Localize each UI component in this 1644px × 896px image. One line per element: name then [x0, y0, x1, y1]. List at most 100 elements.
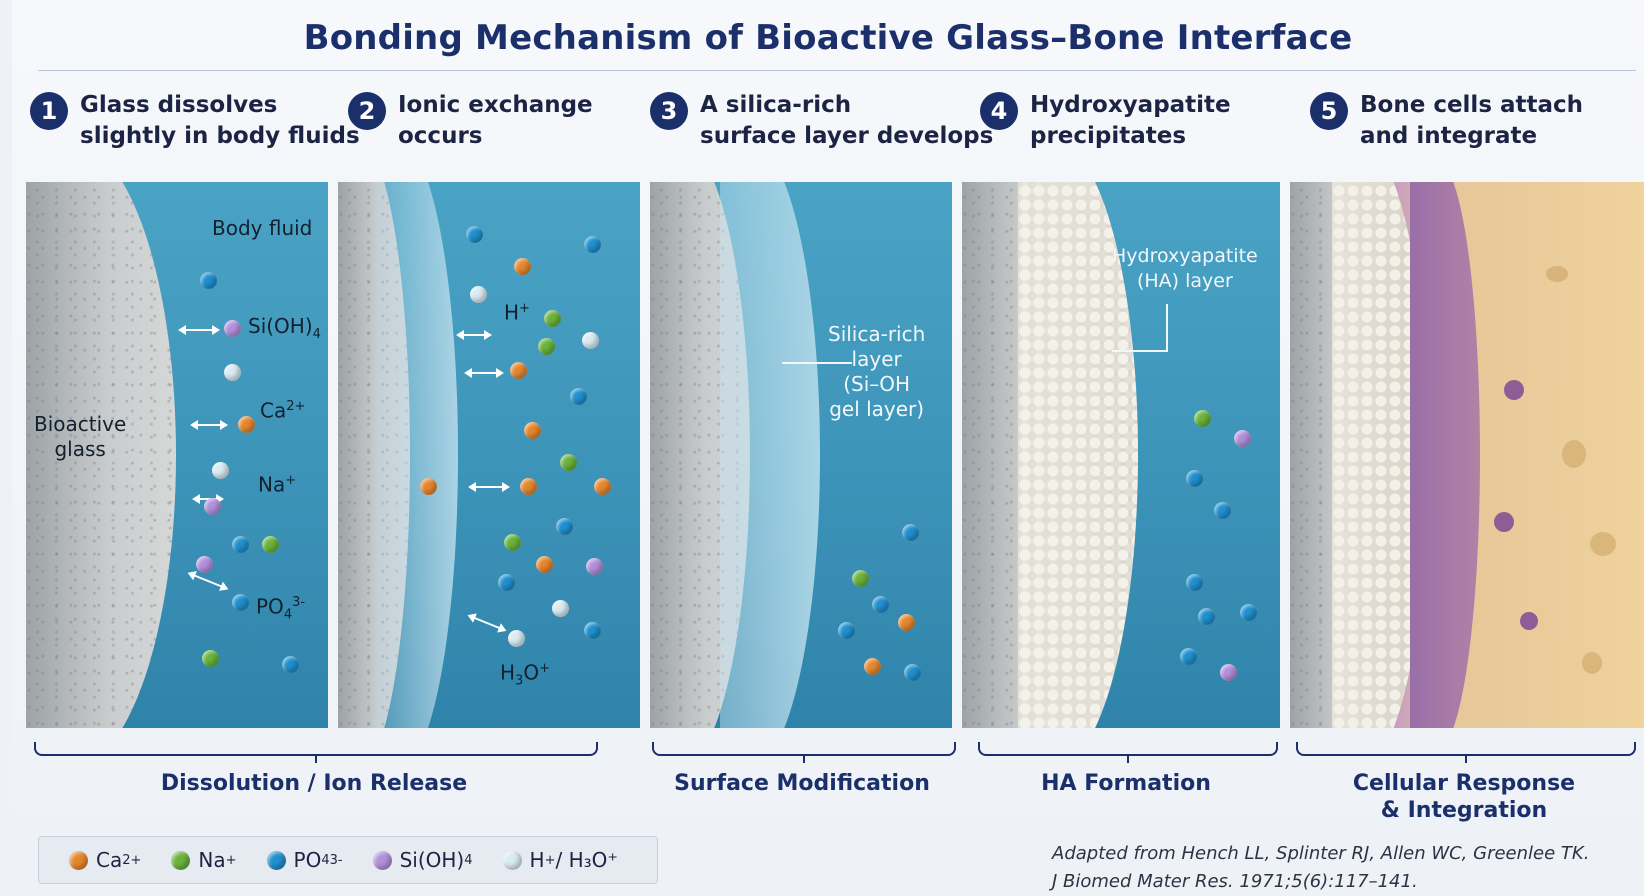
silica-rich-gel-layer	[720, 182, 820, 728]
silica-layer-label-line-4: gel layer)	[828, 397, 925, 422]
legend-phosphate-base: PO	[294, 848, 322, 872]
phosphate-ion	[1186, 470, 1203, 487]
step-2-number: 2	[348, 92, 386, 130]
silicic-acid-ion	[1234, 430, 1251, 447]
step-3-text: A silica-rich surface layer develops	[700, 90, 993, 152]
phase-label-line-1: Dissolution / Ion Release	[34, 770, 594, 797]
step-5-text: Bone cells attach and integrate	[1360, 90, 1583, 152]
phosphate-ion	[902, 524, 919, 541]
step-5-line-1: Bone cells attach	[1360, 90, 1583, 121]
step-5-line-2: and integrate	[1360, 121, 1583, 152]
step-3-number: 3	[650, 92, 688, 130]
sodium-ion	[538, 338, 555, 355]
step-5-number: 5	[1310, 92, 1348, 130]
bone-pore	[1546, 266, 1568, 282]
diagram-title: Bonding Mechanism of Bioactive Glass–Bon…	[12, 18, 1644, 58]
bioactive-glass-label-line-1: Bioactive	[34, 412, 126, 437]
silica-layer-label-line-2: layer	[828, 347, 925, 372]
hydronium-label: H3O+	[500, 656, 550, 694]
phase-label-line-1: Surface Modification	[652, 770, 952, 797]
sodium-ion	[852, 570, 869, 587]
phase-brace	[1296, 742, 1636, 756]
phase-brace	[34, 742, 598, 756]
body-fluid-label: Body fluid	[212, 216, 312, 241]
bone-cell	[1520, 612, 1538, 630]
sodium-base: Na	[258, 473, 285, 497]
silicic-acid-ion	[204, 498, 221, 515]
phosphate-sub: 4	[284, 608, 292, 623]
phosphate-base: PO	[256, 595, 284, 619]
legend-sodium-base: Na	[198, 848, 225, 872]
silicic-acid-ion	[196, 556, 213, 573]
phase-brace	[652, 742, 956, 756]
sodium-sup: +	[285, 473, 296, 488]
ha-layer-leader	[1166, 304, 1168, 352]
step-2-line-1: Ionic exchange	[398, 90, 593, 121]
calcium-ion	[864, 658, 881, 675]
exchange-arrow	[462, 334, 486, 336]
phosphate-sup: 3-	[292, 595, 305, 610]
hydronium-ion	[508, 630, 525, 647]
legend-hydrogen-base: H	[530, 848, 545, 872]
phase-label-dissolution: Dissolution / Ion Release	[34, 770, 594, 797]
diagram-frame: Bonding Mechanism of Bioactive Glass–Bon…	[12, 0, 1644, 884]
calcium-ion	[514, 258, 531, 275]
step-4-line-2: precipitates	[1030, 121, 1231, 152]
hydronium-ion	[212, 462, 229, 479]
panel-ha-formation: Hydroxyapatite (HA) layer	[962, 182, 1280, 728]
exchange-arrow	[196, 424, 222, 426]
calcium-ion	[594, 478, 611, 495]
step-2-line-2: occurs	[398, 121, 593, 152]
legend-phosphate-sub: 4	[321, 853, 329, 868]
legend-item-sodium: Na+	[171, 848, 236, 872]
sodium-ion	[560, 454, 577, 471]
ha-layer-label-line-2: (HA) layer	[1112, 269, 1258, 294]
step-1-line-1: Glass dissolves	[80, 90, 360, 121]
silica-layer-label-line-3: (Si–OH	[828, 372, 925, 397]
phase-label-ha-formation: HA Formation	[978, 770, 1274, 797]
hydronium-ion	[552, 600, 569, 617]
calcium-sup: 2+	[286, 399, 305, 414]
phosphate-ion	[232, 536, 249, 553]
ha-layer-leader	[1112, 350, 1166, 352]
calcium-ion	[536, 556, 553, 573]
silicic-acid-sub: 4	[313, 327, 321, 342]
phosphate-ion	[1186, 574, 1203, 591]
phosphate-ion	[838, 622, 855, 639]
step-1-header: 1 Glass dissolves slightly in body fluid…	[30, 90, 360, 152]
phosphate-ion	[1240, 604, 1257, 621]
citation-line-1: Adapted from Hench LL, Splinter RJ, Alle…	[1052, 840, 1589, 868]
step-4-header: 4 Hydroxyapatite precipitates	[980, 90, 1231, 152]
ha-layer-label-line-1: Hydroxyapatite	[1112, 244, 1258, 269]
proton-sup: +	[519, 301, 530, 316]
osteoblast-cell-layer	[1410, 182, 1480, 728]
phase-label-surface-modification: Surface Modification	[652, 770, 952, 797]
step-3-header: 3 A silica-rich surface layer develops	[650, 90, 993, 152]
panel-dissolution: Body fluid Bioactive glass Si(OH)4 Ca2+ …	[26, 182, 328, 728]
bioactive-glass-label-line-2: glass	[34, 437, 126, 462]
sodium-ion	[504, 534, 521, 551]
step-1-text: Glass dissolves slightly in body fluids	[80, 90, 360, 152]
silica-layer-label-line-1: Silica-rich	[828, 322, 925, 347]
legend-silicic-acid-sub: 4	[464, 853, 472, 868]
silicic-acid-ion	[586, 558, 603, 575]
silicic-acid-ion	[1220, 664, 1237, 681]
panel-cellular-integration	[1290, 182, 1644, 728]
hydronium-ion	[582, 332, 599, 349]
hydronium-ion	[224, 364, 241, 381]
phosphate-ion	[200, 272, 217, 289]
phosphate-ion	[584, 622, 601, 639]
silicic-acid-base: Si(OH)	[248, 314, 313, 338]
phosphate-ion	[904, 664, 921, 681]
hydronium-ion	[470, 286, 487, 303]
bioactive-glass-label: Bioactive glass	[34, 412, 126, 462]
phosphate-label: PO43-	[256, 590, 305, 628]
silicic-acid-label: Si(OH)4	[248, 314, 321, 347]
step-5-header: 5 Bone cells attach and integrate	[1310, 90, 1583, 152]
exchange-arrow	[473, 616, 502, 629]
step-1-line-2: slightly in body fluids	[80, 121, 360, 152]
sodium-ion	[262, 536, 279, 553]
calcium-ion	[520, 478, 537, 495]
sodium-ion	[1194, 410, 1211, 427]
